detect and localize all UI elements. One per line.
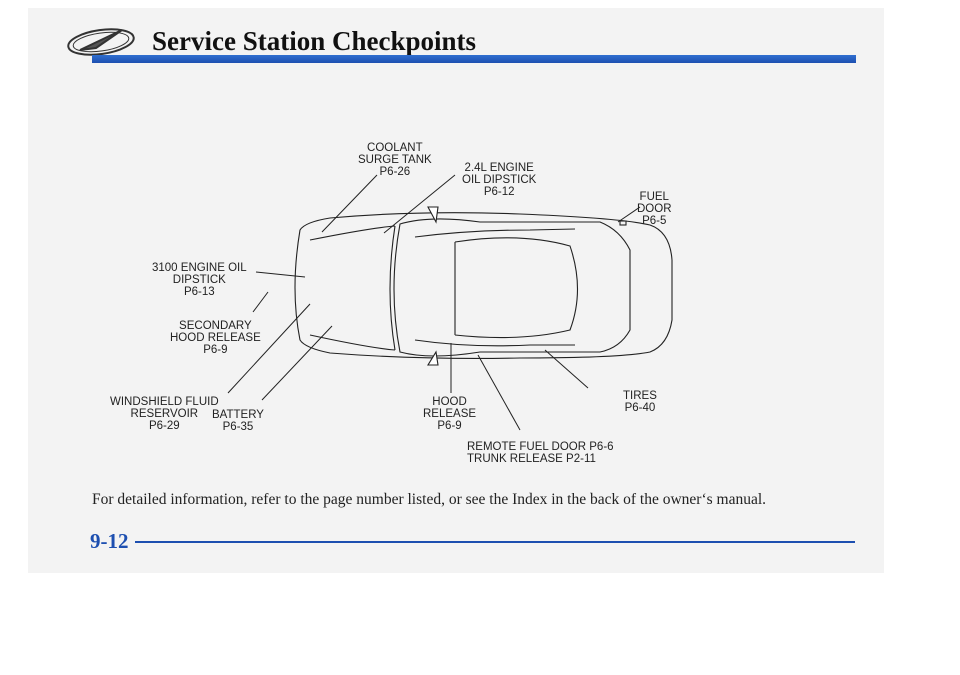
title-divider [92, 55, 856, 63]
footer-rule [135, 541, 855, 543]
car-outline [294, 206, 673, 366]
footer-note: For detailed information, refer to the p… [92, 491, 767, 508]
oldsmobile-logo [67, 28, 135, 56]
page-title: Service Station Checkpoints [152, 26, 476, 56]
leader-lines [227, 174, 641, 431]
manual-page [28, 8, 884, 573]
page-number: 9-12 [90, 529, 129, 553]
